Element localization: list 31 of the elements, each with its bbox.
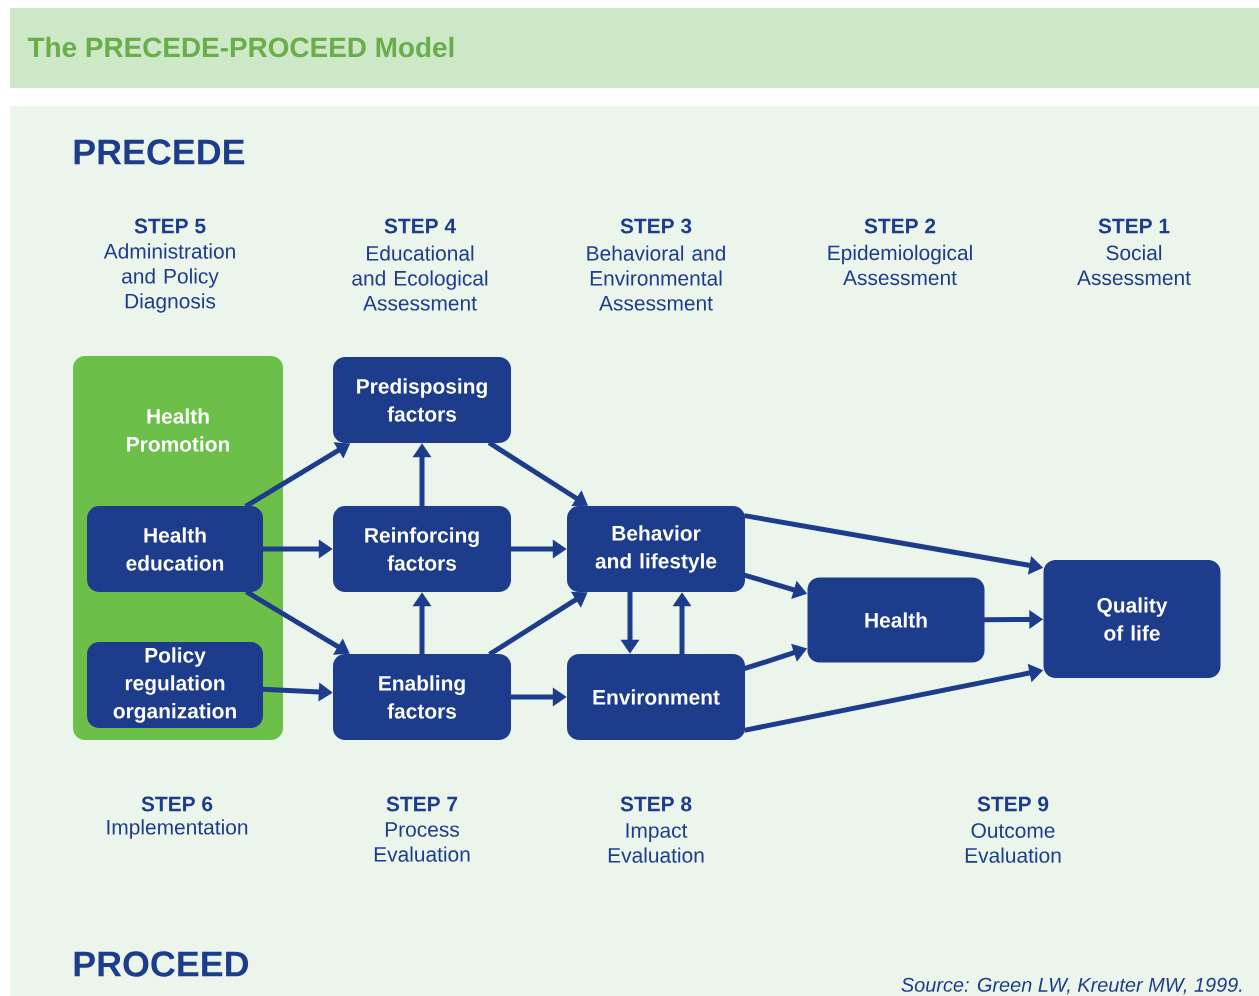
step-number: STEP 1: [1098, 218, 1170, 234]
step-number: STEP 4: [384, 218, 456, 234]
step-description: Administration and Policy Diagnosis: [103, 243, 235, 313]
step-description: Outcome Evaluation: [965, 823, 1061, 863]
process-box: Quality of life: [1043, 560, 1221, 678]
process-box: Behavior and lifestyle: [567, 506, 745, 592]
process-box: Reinforcing factors: [333, 506, 511, 592]
step-description: Implementation: [107, 819, 248, 839]
process-box: Environment: [567, 654, 745, 740]
step-description: Impact Evaluation: [608, 823, 704, 863]
step-number: STEP 6: [141, 796, 213, 812]
step-description: Epidemiological Assessment: [828, 244, 972, 286]
step-description: Social Assessment: [1077, 244, 1191, 286]
step-number: STEP 5: [134, 218, 206, 234]
step-number: STEP 8: [620, 796, 692, 812]
step-description: Educational and Ecological Assessment: [352, 245, 488, 311]
process-box: Enabling factors: [333, 654, 511, 740]
step-number: STEP 3: [620, 218, 692, 234]
section-heading: PRECEDE: [74, 139, 245, 165]
step-description: Behavioral and Environmental Assessment: [587, 245, 725, 311]
step-number: STEP 2: [864, 218, 936, 234]
process-box: Health education: [87, 506, 263, 592]
title: The PRECEDE-PROCEED Model: [27, 36, 454, 58]
process-box: Predisposing factors: [333, 357, 511, 443]
section-heading: PROCEED: [74, 951, 249, 977]
process-box: Health: [807, 577, 985, 663]
step-description: Process Evaluation: [374, 822, 470, 862]
step-number: STEP 7: [386, 796, 458, 812]
source-note: Source: Green LW, Kreuter MW, 1999.: [901, 977, 1242, 995]
process-box: Policy regulation organization: [87, 642, 263, 728]
step-number: STEP 9: [977, 796, 1049, 812]
